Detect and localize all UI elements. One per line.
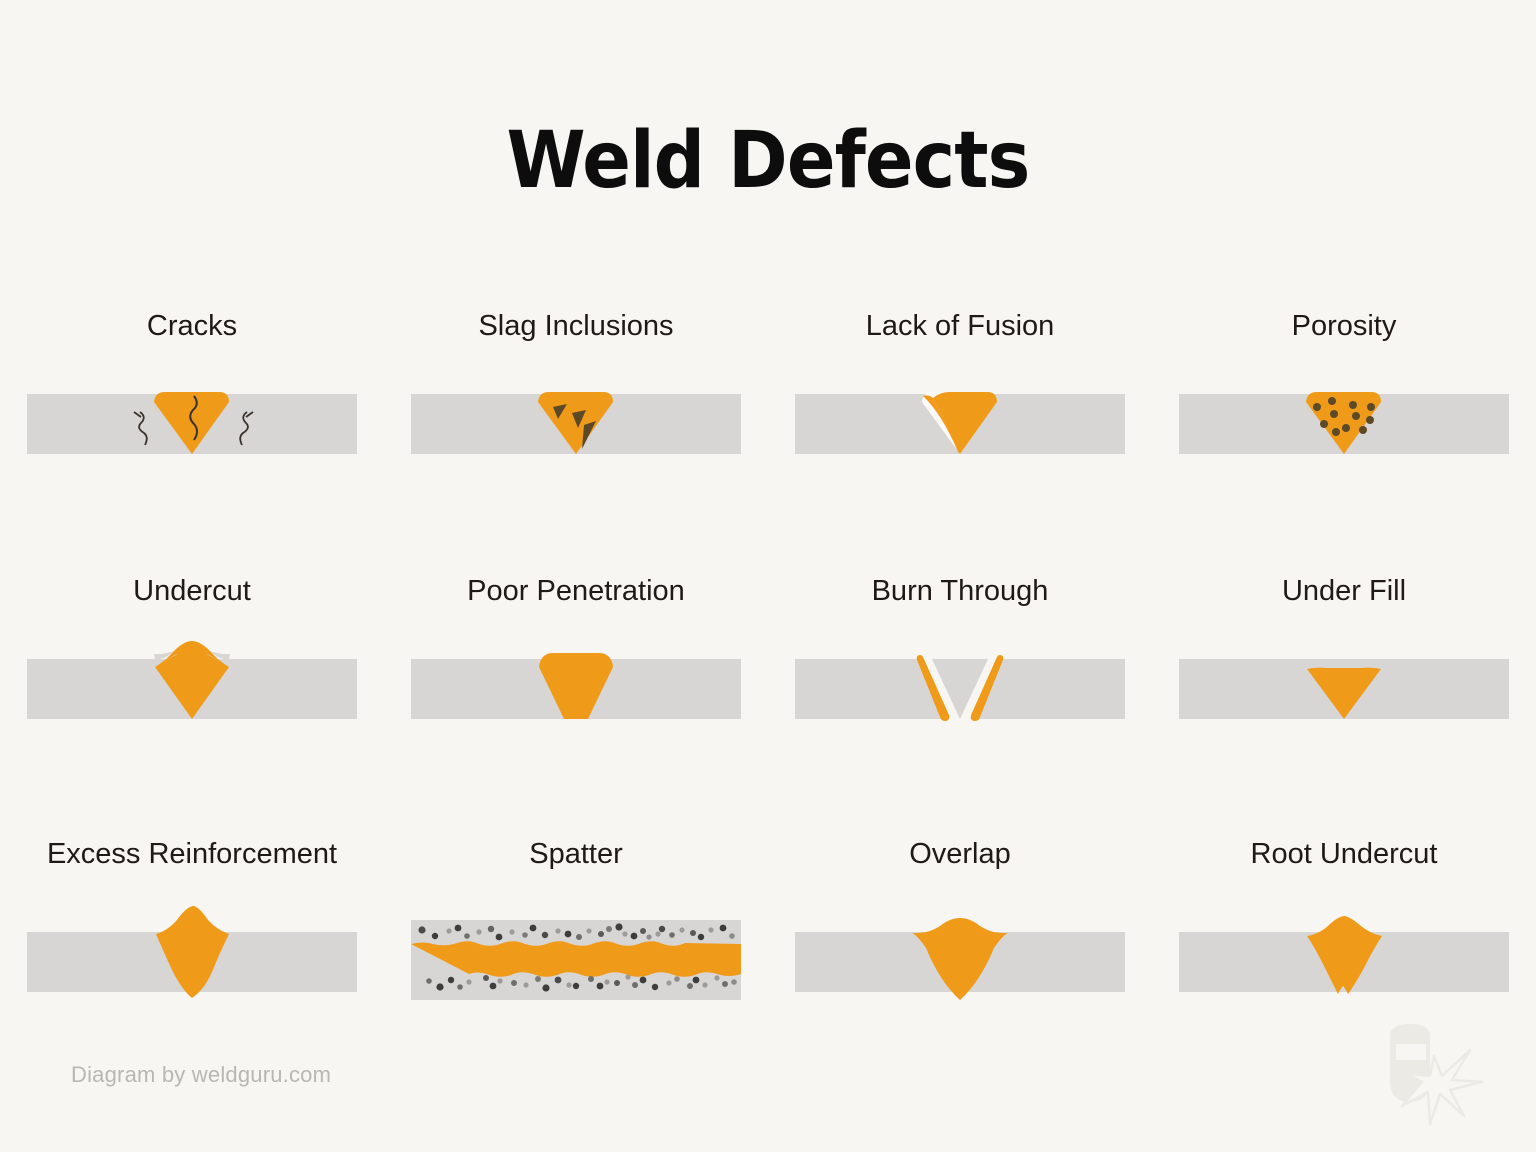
defect-figure-porosity [1174, 362, 1514, 477]
defect-panel-lack-of-fusion[interactable]: Lack of Fusion [768, 278, 1152, 543]
defect-figure-root-undercut [1174, 890, 1514, 1015]
defect-figure-spatter [406, 890, 746, 1015]
defect-figure-burn-through [790, 627, 1130, 742]
defect-label-slag-inclusions: Slag Inclusions [478, 310, 674, 342]
defect-figure-lack-of-fusion [790, 362, 1130, 477]
defect-panel-cracks[interactable]: Cracks [0, 278, 384, 543]
defect-label-undercut: Undercut [133, 575, 251, 607]
defect-figure-cracks [22, 362, 362, 477]
defect-panel-spatter[interactable]: Spatter [384, 808, 768, 1078]
defect-panel-root-undercut[interactable]: Root Undercut [1152, 808, 1536, 1078]
defect-panel-slag-inclusions[interactable]: Slag Inclusions [384, 278, 768, 543]
defect-panel-excess-reinforcement[interactable]: Excess Reinforcement [0, 808, 384, 1078]
defect-figure-under-fill [1174, 627, 1514, 742]
defect-figure-poor-penetration [406, 627, 746, 742]
defect-panel-undercut[interactable]: Undercut [0, 543, 384, 808]
defect-figure-excess-reinforcement [22, 890, 362, 1015]
defect-figure-overlap [790, 890, 1130, 1015]
defect-grid: Cracks Slag Inclusions [0, 278, 1536, 1078]
defect-label-under-fill: Under Fill [1281, 575, 1407, 607]
defect-figure-undercut [22, 627, 362, 742]
defect-label-porosity: Porosity [1291, 310, 1397, 342]
defect-label-overlap: Overlap [909, 838, 1011, 870]
defect-panel-overlap[interactable]: Overlap [768, 808, 1152, 1078]
defect-label-root-undercut: Root Undercut [1250, 838, 1438, 870]
defect-label-cracks: Cracks [146, 310, 238, 342]
defect-label-lack-of-fusion: Lack of Fusion [865, 310, 1055, 342]
footer-credit: Diagram by weldguru.com [71, 1062, 332, 1087]
defect-label-spatter: Spatter [529, 838, 623, 870]
defect-label-poor-penetration: Poor Penetration [467, 575, 685, 607]
defect-panel-under-fill[interactable]: Under Fill [1152, 543, 1536, 808]
page-title: Weld Defects [506, 116, 1031, 206]
defect-label-burn-through: Burn Through [871, 575, 1049, 607]
defect-figure-slag-inclusions [406, 362, 746, 477]
welding-helmet-spark-logo [1372, 1020, 1492, 1130]
defect-panel-poor-penetration[interactable]: Poor Penetration [384, 543, 768, 808]
defect-panel-porosity[interactable]: Porosity [1152, 278, 1536, 543]
defect-label-excess-reinforcement: Excess Reinforcement [46, 838, 338, 870]
defect-panel-burn-through[interactable]: Burn Through [768, 543, 1152, 808]
